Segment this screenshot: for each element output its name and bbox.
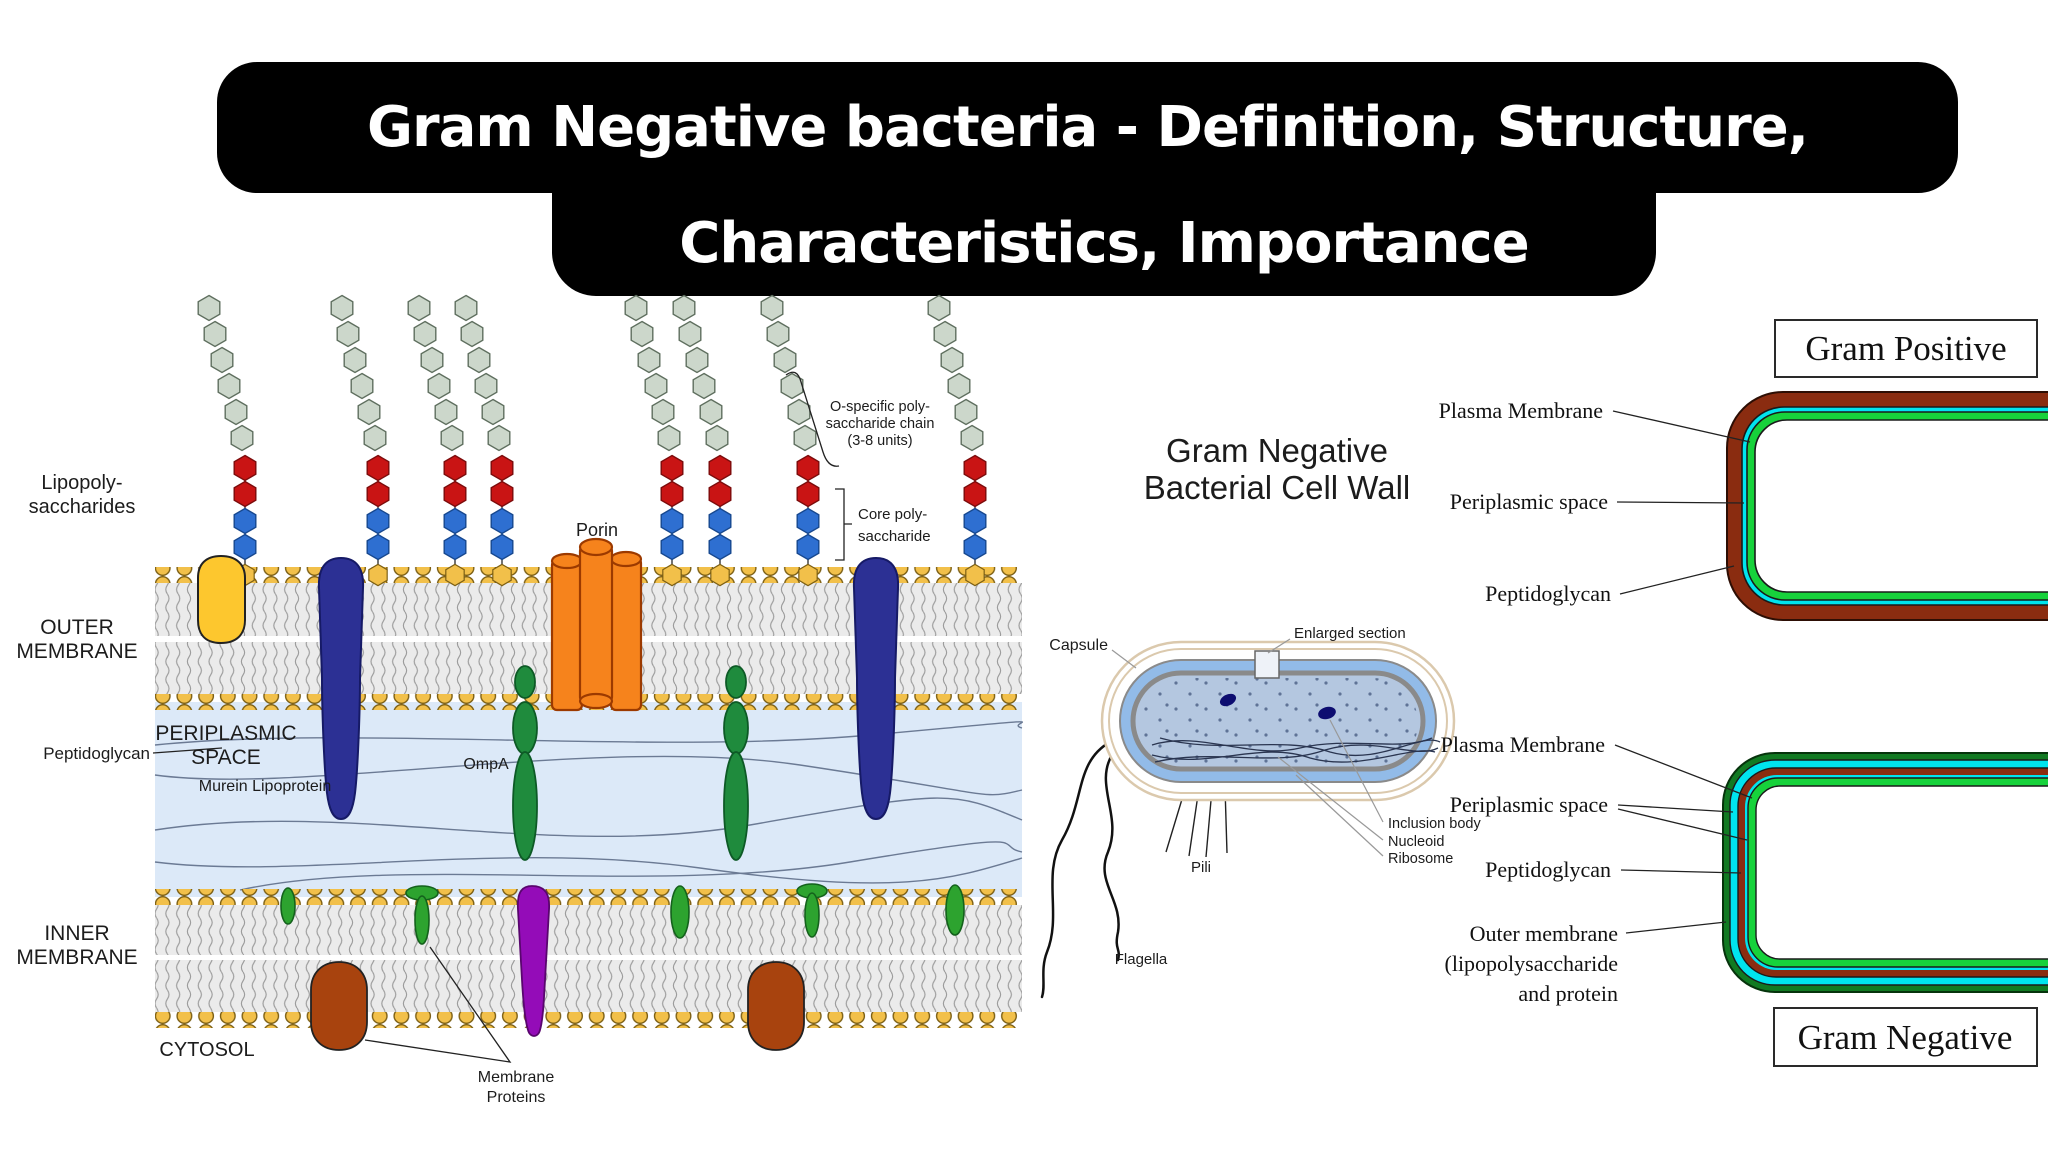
- gram-negative-leaders: [1614, 744, 1753, 934]
- svg-text:MEMBRANE: MEMBRANE: [16, 640, 137, 663]
- gn-label-outer-membrane: Outer membrane: [1470, 921, 1618, 946]
- label-periplasmic-space: PERIPLASMIC: [155, 722, 296, 745]
- page-title-line2: Characteristics, Importance: [679, 210, 1529, 276]
- gram-positive-leaders: [1612, 410, 1751, 595]
- gram-negative-title: Gram Negative: [1798, 1018, 2013, 1057]
- label-inner-membrane: INNER: [44, 922, 109, 945]
- inner-membrane-proteins: [280, 883, 965, 1051]
- page-title-line1: Gram Negative bacteria - Definition, Str…: [367, 95, 1809, 160]
- purple-protein: [516, 885, 551, 1037]
- svg-text:(lipopolysaccharide: (lipopolysaccharide: [1445, 951, 1619, 976]
- svg-text:saccharides: saccharides: [29, 496, 136, 518]
- cell-and-comparison-diagrams: Gram Negative Bacterial Cell Wall: [1040, 319, 2048, 1067]
- gram-negative-diagram: Gram Negative Plasma Membrane Periplasmi…: [1441, 732, 2048, 1067]
- svg-text:saccharide chain: saccharide chain: [826, 416, 935, 432]
- label-murein-lipoprotein: Murein Lipoprotein: [199, 778, 332, 795]
- svg-text:SPACE: SPACE: [191, 746, 261, 769]
- gp-label-plasma-membrane: Plasma Membrane: [1439, 398, 1603, 423]
- membrane-proteins-leader: [364, 946, 512, 1063]
- peptidoglycan-strands: [154, 721, 1023, 891]
- label-flagella: Flagella: [1115, 951, 1168, 968]
- label-capsule: Capsule: [1049, 637, 1108, 654]
- gn-label-plasma-membrane: Plasma Membrane: [1441, 732, 1605, 757]
- label-ompa: OmpA: [463, 756, 509, 773]
- gram-positive-diagram: Gram Positive Plasma Membrane Periplasmi…: [1439, 319, 2048, 621]
- svg-text:and protein: and protein: [1518, 981, 1618, 1006]
- title-banner-top: Gram Negative bacteria - Definition, Str…: [217, 62, 1958, 193]
- gram-positive-title: Gram Positive: [1805, 329, 2006, 368]
- gp-label-periplasmic-space: Periplasmic space: [1450, 489, 1608, 514]
- flagella: [1040, 740, 1120, 999]
- cytoplasm-dots: [1138, 678, 1418, 768]
- gram-positive-box: [1774, 319, 2038, 378]
- navy-proteins: [317, 556, 900, 821]
- label-enlarged-section: Enlarged section: [1294, 625, 1406, 642]
- lipoprotein-yellow: [197, 554, 246, 645]
- label-outer-membrane: OUTER: [40, 616, 114, 639]
- inclusion-body-2: [1318, 706, 1336, 720]
- label-cytosol: CYTOSOL: [159, 1039, 254, 1061]
- cell-wall-title-line2: Bacterial Cell Wall: [1144, 469, 1411, 506]
- bacterium-leaders: [1111, 638, 1384, 857]
- label-o-specific: O-specific poly-: [830, 399, 930, 415]
- gp-label-peptidoglycan: Peptidoglycan: [1485, 581, 1611, 606]
- ompa-proteins: [512, 665, 749, 861]
- label-peptidoglycan: Peptidoglycan: [43, 744, 150, 763]
- gram-negative-box: [1773, 1007, 2038, 1067]
- title-banner-bottom: Characteristics, Importance: [552, 190, 1656, 296]
- svg-text:MEMBRANE: MEMBRANE: [16, 946, 137, 969]
- nucleoid-strands: [1151, 737, 1441, 763]
- svg-text:Proteins: Proteins: [487, 1089, 546, 1106]
- membrane-diagram: Lipopoly- saccharides OUTER MEMBRANE PER…: [16, 285, 1023, 1106]
- label-core-polysaccharide: Core poly-: [858, 506, 927, 523]
- core-bracket: [835, 488, 852, 561]
- label-inclusion-body: Inclusion body: [1388, 816, 1481, 832]
- svg-text:(3-8 units): (3-8 units): [847, 433, 912, 449]
- label-ribosome: Ribosome: [1388, 851, 1453, 867]
- o-specific-bracket: [785, 371, 840, 467]
- label-membrane-proteins: Membrane: [478, 1069, 555, 1086]
- inclusion-body-1: [1219, 693, 1237, 707]
- gn-label-peptidoglycan: Peptidoglycan: [1485, 857, 1611, 882]
- label-nucleoid: Nucleoid: [1388, 834, 1444, 850]
- peptidoglycan-leader: [152, 747, 223, 754]
- bacterium: Capsule Enlarged section Pili Flagella I…: [1040, 625, 1481, 999]
- label-porin: Porin: [576, 520, 618, 540]
- bacterium-labels: Capsule Enlarged section Pili Flagella I…: [1049, 625, 1481, 968]
- porin: [550, 537, 643, 712]
- label-lipopolysaccharides: Lipopoly-: [41, 472, 122, 494]
- gn-label-periplasmic-space: Periplasmic space: [1450, 792, 1608, 817]
- cell-wall-title-line1: Gram Negative: [1166, 432, 1388, 469]
- label-pili: Pili: [1191, 859, 1211, 876]
- membrane-labels: Lipopoly- saccharides OUTER MEMBRANE PER…: [16, 399, 934, 1106]
- inner-membrane: [155, 889, 1022, 1028]
- enlarged-section-marker: [1254, 650, 1280, 679]
- svg-text:saccharide: saccharide: [858, 528, 931, 545]
